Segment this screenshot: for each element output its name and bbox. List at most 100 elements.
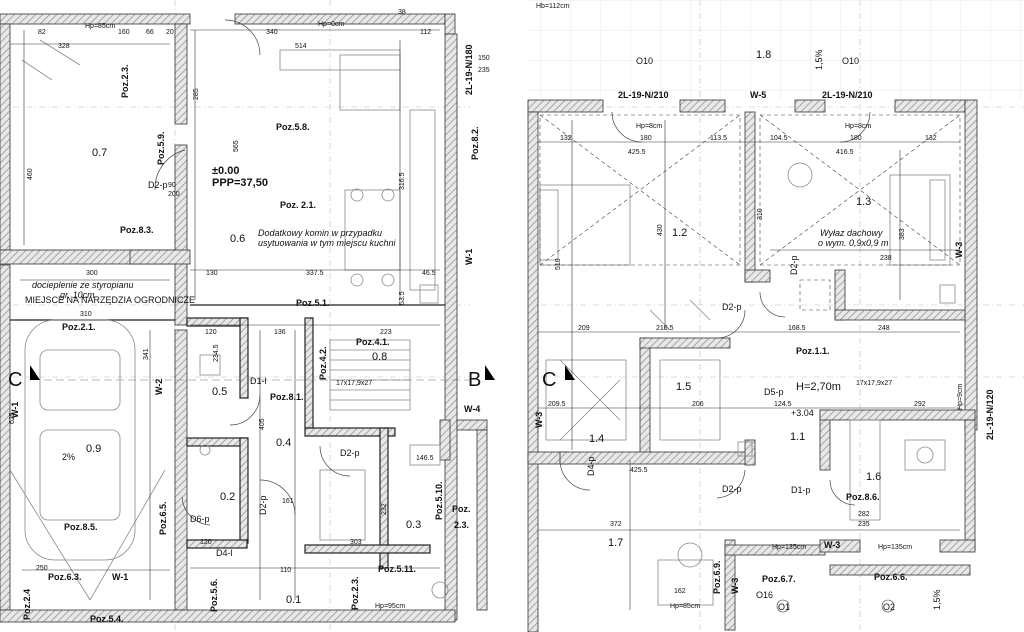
roof-exit-note-1: Wyłaz dachowy	[820, 228, 883, 238]
dimension-value: Hp=135cm	[878, 544, 912, 551]
chimney-note-2: usytuowania w tym miejscu kuchni	[258, 238, 397, 248]
dimension-value: 235	[478, 67, 490, 74]
dimension-value: 150	[478, 55, 490, 62]
window-marker-o2: O2	[883, 602, 895, 612]
right-door-swings	[559, 111, 871, 506]
dimension-value: 66	[146, 29, 154, 36]
door-label: D2-p	[258, 495, 268, 515]
dimension-value: 405	[259, 418, 266, 430]
poz-label: Poz.2.3.	[120, 64, 130, 98]
dimension-value: 110	[280, 567, 291, 574]
window-top-left: 2L-19-N/210	[618, 90, 669, 100]
section-c-right: C	[542, 369, 556, 391]
door-label: D1-p	[791, 485, 811, 495]
wall-marker: W-3	[824, 540, 840, 550]
wall-marker: W-3	[954, 242, 964, 258]
section-c-left: C	[8, 369, 22, 391]
poz-label: Poz.6.3.	[48, 572, 82, 582]
dimension-value: 383	[899, 228, 906, 240]
wall-marker: W-4	[464, 404, 480, 414]
room-0-4: 0.4	[276, 437, 291, 449]
section-arrows-left	[30, 365, 495, 381]
dimension-value: Hp=9cm	[957, 384, 964, 410]
right-floor-plan: 1.8 1.2 1.3 1.5 1.4 1.1 1.6 1.7 H=2,70m …	[527, 0, 1024, 632]
dimension-value: 282	[858, 511, 870, 518]
terrace-area	[528, 0, 1024, 100]
poz-label: Poz. 2.1.	[280, 200, 316, 210]
wall-marker: W-1	[464, 249, 474, 265]
dimension-value: 250	[36, 565, 48, 572]
dimension-value: 510	[555, 258, 562, 270]
insulation-note-2: gr. 10cm	[60, 290, 95, 300]
poz-label: Poz.4.2.	[318, 346, 328, 380]
room-1-2: 1.2	[672, 227, 687, 239]
room-1-6: 1.6	[866, 471, 881, 483]
poz-label: Poz.5.8.	[276, 122, 310, 132]
level-label: +3.04	[791, 408, 814, 418]
left-dimension-values: Hp=85cm 328 82 160 66 20 340 514 Hp=0cm …	[9, 9, 490, 610]
dimension-value: 235	[858, 521, 870, 528]
section-b: B	[468, 369, 481, 391]
dimension-value: 113.5	[710, 135, 727, 142]
door-label: D2-p	[148, 180, 168, 190]
room-1-5: 1.5	[676, 381, 691, 393]
dimension-value: 300	[86, 270, 98, 277]
dimension-value: Hp=85cm	[670, 603, 700, 610]
room-1-1: 1.1	[790, 431, 805, 443]
left-dimension-lines	[10, 29, 440, 600]
room-0-1: 0.1	[286, 594, 301, 606]
chimney-note-1: Dodatkowy komin w przypadku	[258, 228, 382, 238]
dimension-value: 625	[9, 412, 16, 424]
left-partitions	[10, 304, 445, 569]
wall-marker: W-3	[534, 412, 544, 428]
poz-label: Poz.5.11.	[378, 564, 416, 574]
dimension-value: 310	[757, 208, 764, 220]
dimension-value: 303	[350, 539, 362, 546]
room-0-9: 0.9	[86, 443, 101, 455]
dimension-value: 20	[166, 29, 174, 36]
window-right-left-plan: 2L-19-N/180	[464, 44, 474, 95]
dimension-value: 180	[850, 135, 862, 142]
room-0-7: 0.7	[92, 147, 107, 159]
stairs-dims-left: 17x17,9x27	[336, 380, 372, 387]
dimension-value: 53.5	[399, 291, 406, 305]
poz-label: Poz.5.4.	[90, 614, 124, 624]
ppp-label: PPP=37,50	[212, 177, 268, 189]
dimension-value: 120	[205, 329, 217, 336]
dimension-value: 316.5	[399, 172, 406, 190]
dimension-value: 310	[80, 311, 92, 318]
dimension-value: 565	[233, 140, 240, 152]
window-markers	[776, 599, 895, 613]
room-1-4: 1.4	[589, 433, 604, 445]
dimension-value: 90	[168, 182, 176, 189]
dimension-value: 200	[168, 191, 180, 198]
window-marker-o16: O16	[756, 590, 773, 600]
door-label: D2-p	[340, 448, 360, 458]
right-roof-outline	[539, 114, 961, 311]
dimension-value: 425.5	[630, 467, 648, 474]
dimension-value: 430	[657, 224, 664, 236]
plan-divider	[505, 0, 525, 632]
poz-label: Poz.6.5.	[158, 501, 168, 535]
terrace-slope-bottom: 1,5%	[932, 589, 942, 610]
dimension-value: 209	[578, 325, 590, 332]
dimension-value: 341	[143, 348, 150, 360]
dimension-value: 248	[878, 325, 890, 332]
room-0-2: 0.2	[220, 491, 235, 503]
dimension-value: 112	[420, 29, 431, 36]
insulation-note-1: docieplenie ze styropianu	[32, 280, 134, 290]
dimension-value: 416.5	[836, 149, 854, 156]
poz-label: Poz.8.5.	[64, 522, 98, 532]
section-c-arrow-right	[565, 365, 575, 380]
wall-marker: W-3	[730, 578, 740, 594]
window-top-right: 2L-19-N/210	[822, 90, 873, 100]
stairs-dims-right: 17x17,9x27	[856, 380, 892, 387]
window-marker-o10: O10	[842, 56, 859, 66]
door-label: D4-l	[216, 548, 233, 558]
poz-label: Poz.2.4	[22, 589, 32, 620]
room-0-3: 0.3	[406, 519, 421, 531]
dimension-value: 136	[274, 329, 286, 336]
room-1-3: 1.3	[856, 196, 871, 208]
dimension-value: 206	[692, 401, 704, 408]
dimension-value: 104.5	[770, 135, 788, 142]
